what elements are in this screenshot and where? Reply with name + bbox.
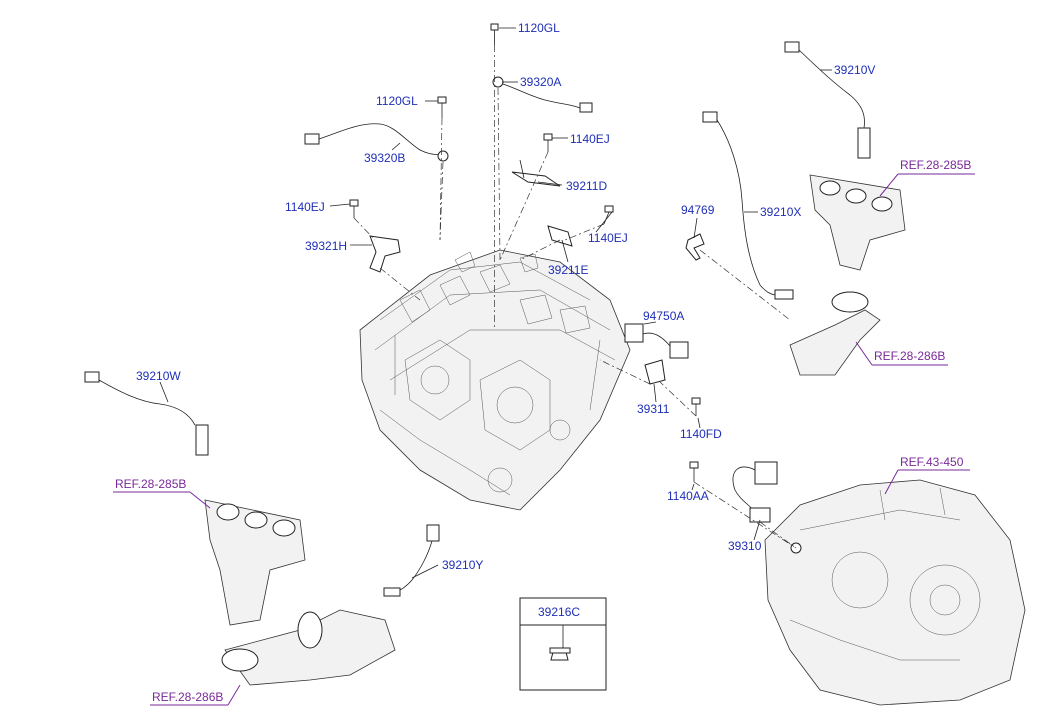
bolt-1140EJ-b [349,199,359,218]
label-39310[interactable]: 39310 [728,539,762,553]
reference-leaders [113,173,975,706]
label-1140EJ-c[interactable]: 1140EJ [588,231,628,245]
label-94769[interactable]: 94769 [681,203,715,217]
label-94750A[interactable]: 94750A [643,309,684,323]
o2-sensor-39210W [84,371,209,456]
bolt-1120GL-top [490,23,499,45]
label-1120GL-left[interactable]: 1120GL [376,94,418,108]
o2-sensor-39210V [784,41,871,159]
label-39210W[interactable]: 39210W [136,369,181,383]
bracket-39211E [547,225,573,247]
label-1140FD[interactable]: 1140FD [680,427,722,441]
label-39210X[interactable]: 39210X [760,205,801,219]
bracket-39211D [511,159,561,187]
bolt-1140EJ-c [603,205,614,225]
label-1120GL-top[interactable]: 1120GL [518,21,560,35]
bracket-39311 [644,359,666,385]
label-39210V[interactable]: 39210V [834,63,875,77]
knock-sensor-39320B [304,123,449,162]
label-1140EJ-a[interactable]: 1140EJ [570,132,610,146]
exhaust-pipe-left [221,609,396,686]
bolt-1120GL-left [437,96,447,118]
bolt-1140AA [689,461,699,482]
label-39211D[interactable]: 39211D [566,179,607,193]
label-39321H[interactable]: 39321H [305,239,347,253]
label-39320A[interactable]: 39320A [520,75,561,89]
reference-labels: REF.28-285B REF.28-286B REF.43-450 REF.2… [115,158,971,704]
bracket-94769 [685,233,705,261]
ref-28-286B-left[interactable]: REF.28-286B [152,690,223,704]
ref-28-286B-right[interactable]: REF.28-286B [874,349,945,363]
connector-94750A [624,323,689,359]
label-39210Y[interactable]: 39210Y [442,558,483,572]
ref-43-450[interactable]: REF.43-450 [900,455,964,469]
o2-sensor-39210Y [383,524,440,597]
label-39216C[interactable]: 39216C [538,605,580,619]
label-39311[interactable]: 39311 [637,402,670,416]
bracket-39321H [369,235,401,273]
label-39211E[interactable]: 39211E [548,263,588,277]
speed-sensor-39310 [732,461,778,523]
ref-28-285B-right[interactable]: REF.28-285B [900,158,971,172]
exhaust-manifold-left [204,499,306,626]
ref-28-285B-left[interactable]: REF.28-285B [115,477,186,491]
label-1140AA[interactable]: 1140AA [667,489,709,503]
exhaust-pipe-right [789,291,881,376]
exhaust-manifold-right [809,174,906,271]
bolt-1140FD [691,397,701,416]
bolt-1140EJ-a [543,133,553,152]
o2-sensor-39210X [702,111,794,300]
label-1140EJ-b[interactable]: 1140EJ [285,200,325,214]
label-39320B[interactable]: 39320B [364,151,405,165]
engine-block [359,249,631,511]
transmission [764,479,1026,706]
dashed-callouts [353,45,797,549]
leader-lines [159,27,832,648]
part-number-labels: 1120GL 39320A 1120GL 39320B 1140EJ 39211… [136,21,875,619]
